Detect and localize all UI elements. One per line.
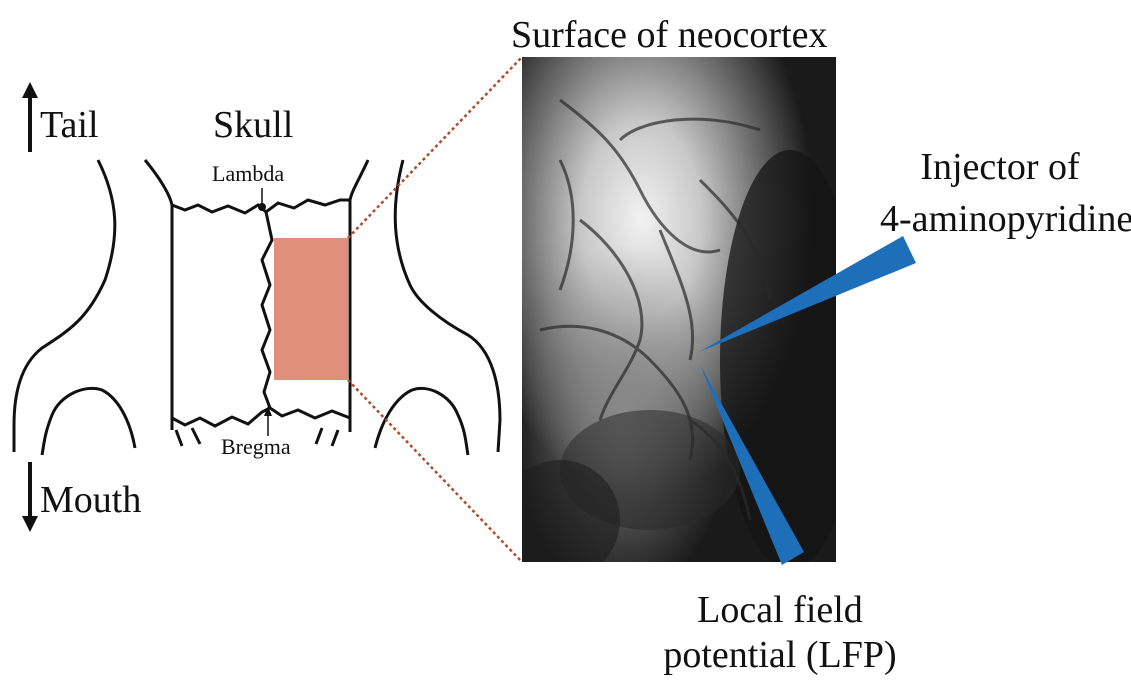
- lambda-marker: [258, 188, 266, 211]
- injector-label-line2: 4-aminopyridine: [880, 200, 1120, 238]
- tail-arrow: [22, 82, 38, 152]
- injector-label-line1: Injector of: [880, 148, 1120, 186]
- cortex-title: Surface of neocortex: [511, 16, 828, 54]
- bregma-label: Bregma: [221, 436, 291, 458]
- mouth-label: Mouth: [40, 481, 141, 519]
- lambda-label: Lambda: [212, 163, 284, 185]
- skull-title: Skull: [213, 106, 293, 144]
- mouth-arrow: [22, 462, 38, 532]
- lfp-label-line1: Local field: [650, 591, 910, 629]
- craniotomy-window: [274, 238, 348, 380]
- zoom-lines: [348, 57, 522, 562]
- lfp-label-line2: potential (LFP): [640, 636, 920, 674]
- tail-label: Tail: [40, 106, 99, 144]
- skull-outline: [14, 160, 500, 455]
- neocortex-image: [500, 57, 860, 580]
